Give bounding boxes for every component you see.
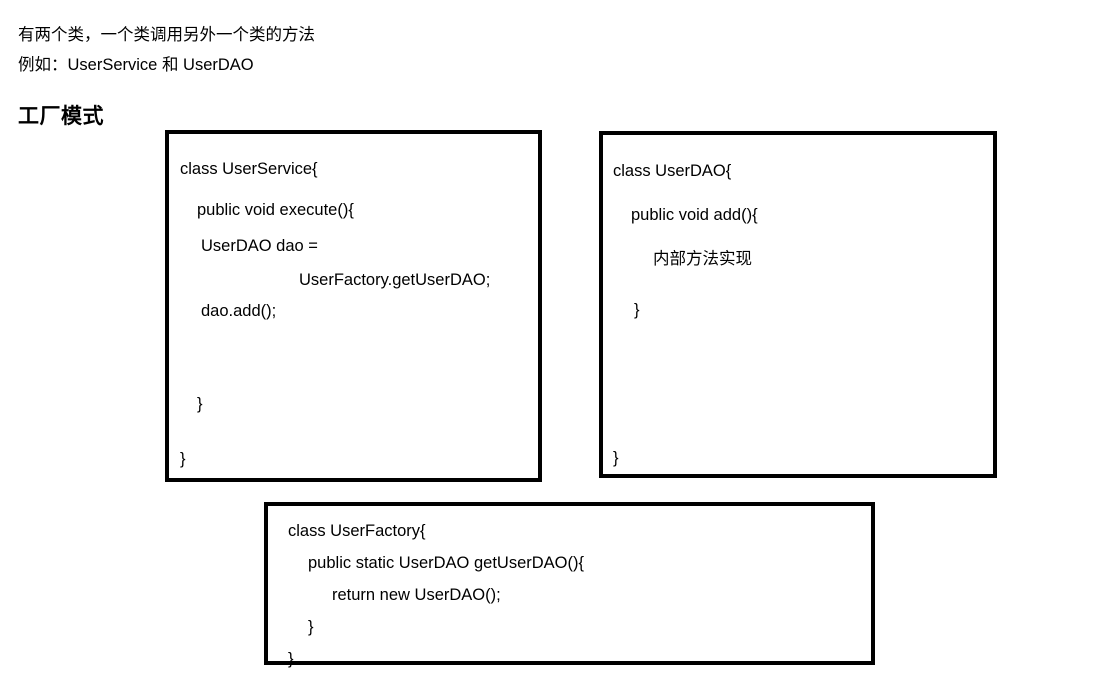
code-line: public static UserDAO getUserDAO(){ [308, 554, 584, 572]
code-line: UserDAO dao = [201, 237, 318, 255]
code-line: dao.add(); [201, 302, 277, 320]
code-line: return new UserDAO(); [332, 586, 501, 604]
code-line: public void execute(){ [197, 201, 354, 219]
code-line: } [634, 301, 640, 319]
code-body-user-service: class UserService{ public void execute()… [169, 134, 538, 478]
code-body-user-factory: class UserFactory{ public static UserDAO… [268, 506, 871, 668]
code-box-user-factory: class UserFactory{ public static UserDAO… [264, 502, 875, 668]
code-line: UserFactory.getUserDAO; [299, 271, 491, 289]
intro-line-2: 例如：UserService 和 UserDAO [18, 56, 254, 74]
intro-line-1: 有两个类，一个类调用另外一个类的方法 [18, 26, 315, 44]
code-line: 内部方法实现 [653, 250, 752, 268]
code-line: } [613, 449, 619, 467]
code-line: class UserFactory{ [288, 522, 426, 540]
code-body-user-dao: class UserDAO{ public void add(){ 内部方法实现… [603, 135, 993, 474]
code-line: } [197, 395, 203, 413]
code-line: class UserService{ [180, 160, 318, 178]
code-line: public void add(){ [631, 206, 758, 224]
intro-paragraph: 有两个类，一个类调用另外一个类的方法 例如：UserService 和 User… [18, 20, 618, 80]
code-line: class UserDAO{ [613, 162, 732, 180]
code-box-user-dao: class UserDAO{ public void add(){ 内部方法实现… [599, 131, 997, 478]
code-line: } [288, 650, 294, 668]
code-box-user-service: class UserService{ public void execute()… [165, 130, 542, 482]
page-title: 工厂模式 [18, 105, 104, 128]
code-line: } [308, 618, 314, 636]
code-line: } [180, 450, 186, 468]
